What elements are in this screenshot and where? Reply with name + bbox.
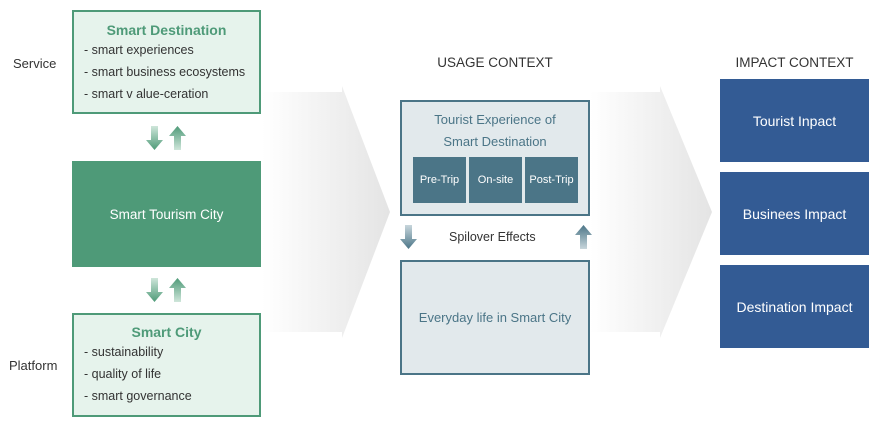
tourist-impact-box: Tourist Inpact bbox=[720, 79, 869, 162]
arrow-down-icon bbox=[146, 278, 163, 302]
smart-city-title: Smart City bbox=[131, 324, 202, 340]
tourist-experience-title-line2: Smart Destination bbox=[443, 134, 547, 149]
updown-arrows-top bbox=[146, 126, 186, 150]
everyday-life-box: Everyday life in Smart City bbox=[400, 260, 590, 375]
destination-item: - smart business ecosystems bbox=[84, 65, 246, 79]
destination-item: - smart v alue-ceration bbox=[84, 87, 209, 101]
spillover-effects-label: Spilover Effects bbox=[449, 230, 536, 244]
spillover-up-arrow bbox=[575, 225, 592, 249]
smart-city-box: Smart City - sustainability - quality of… bbox=[72, 313, 261, 417]
platform-label: Platform bbox=[9, 358, 58, 373]
arrow-down-icon bbox=[146, 126, 163, 150]
smart-destination-title: Smart Destination bbox=[106, 22, 227, 38]
smart-destination-box: Smart Destination - smart experiences - … bbox=[72, 10, 261, 114]
arrow-up-icon bbox=[169, 126, 186, 150]
impact-context-heading: IMPACT CONTEXT bbox=[735, 55, 854, 70]
arrow-up-icon bbox=[169, 278, 186, 302]
business-impact-box: Businees Impact bbox=[720, 172, 869, 255]
smart-city-item: - sustainability bbox=[84, 345, 164, 359]
destination-item: - smart experiences bbox=[84, 43, 194, 57]
usage-context-heading: USAGE CONTEXT bbox=[437, 55, 553, 70]
tourist-experience-title-line1: Tourist Experience of bbox=[434, 112, 556, 127]
arrow-down-icon bbox=[400, 225, 417, 249]
spillover-down-arrow bbox=[400, 225, 417, 249]
service-label: Service bbox=[13, 56, 57, 71]
arrow-up-icon bbox=[575, 225, 592, 249]
smart-city-item: - smart governance bbox=[84, 389, 192, 403]
destination-impact-box: Destination Impact bbox=[720, 265, 869, 348]
flow-arrow-to-usage bbox=[262, 86, 390, 338]
updown-arrows-bottom bbox=[146, 278, 186, 302]
flow-arrow-to-impact bbox=[590, 86, 712, 338]
stage-on-site: On-site bbox=[469, 157, 522, 203]
smart-tourism-city-box: Smart Tourism City bbox=[72, 161, 261, 267]
stage-post-trip: Post-Trip bbox=[525, 157, 578, 203]
smart-city-item: - quality of life bbox=[84, 367, 162, 381]
stage-pre-trip: Pre-Trip bbox=[413, 157, 466, 203]
